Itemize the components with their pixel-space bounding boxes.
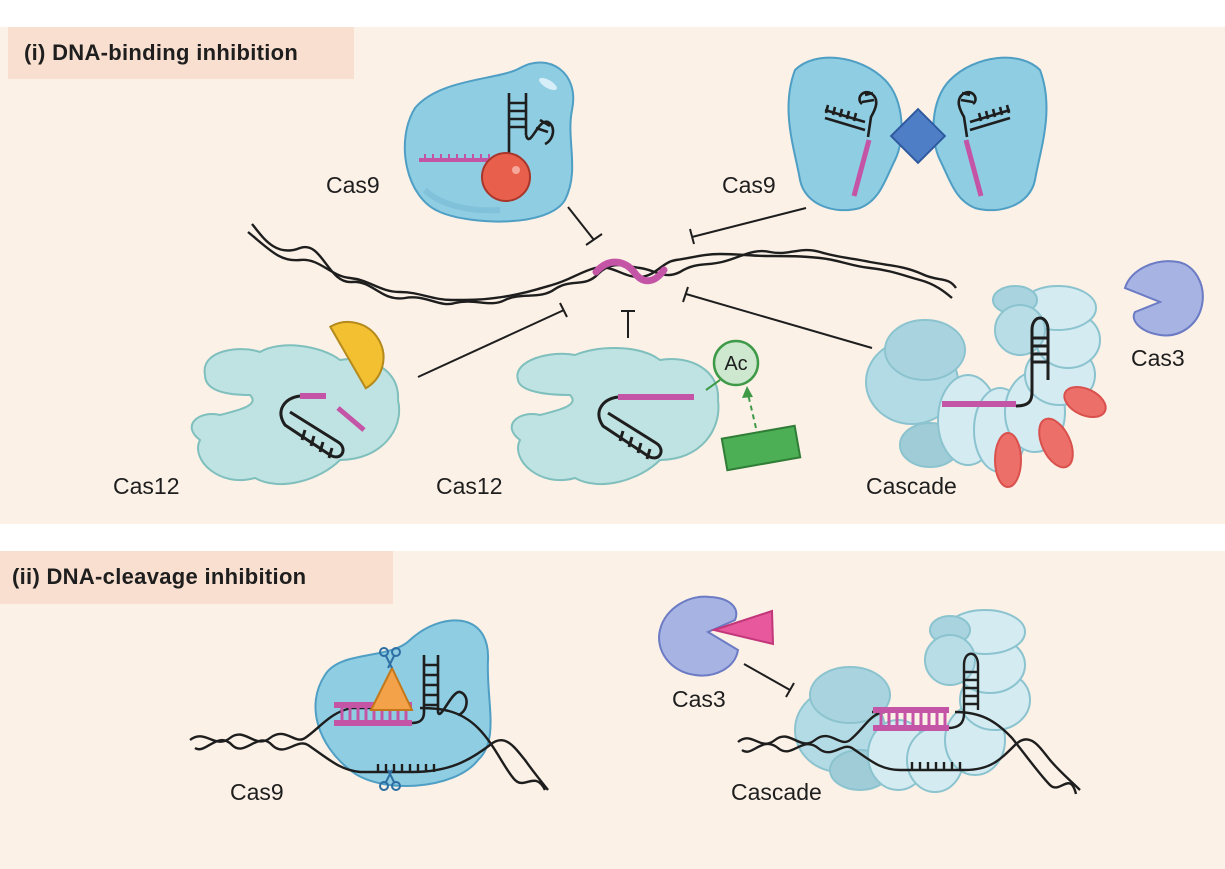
label-cascade-b: Cascade	[731, 779, 822, 805]
blue-diamond-inhibitor	[889, 107, 947, 165]
scissors-icon	[379, 647, 401, 669]
inhibition-line-cas9-a	[567, 206, 595, 241]
inhibition-line-cas3	[743, 663, 791, 691]
inhibition-bar-cas9-a	[585, 233, 603, 246]
cascade-complex-a	[865, 285, 1107, 488]
cas3-protein-b	[658, 595, 740, 677]
label-cas12-b: Cas12	[436, 473, 502, 499]
cascade-red-subunit	[1038, 417, 1074, 469]
dna-helix-target	[247, 223, 957, 306]
inhibition-bar-cas3	[785, 682, 795, 698]
acetyl-group	[712, 339, 760, 387]
label-cas12-a: Cas12	[113, 473, 179, 499]
cas12-complex-a	[190, 321, 401, 486]
inhibition-bar-cascade	[682, 286, 689, 303]
cas3-protein-a	[1123, 260, 1204, 337]
red-sphere-inhibitor	[481, 152, 531, 202]
section-title-dna-binding: (i) DNA-binding inhibition	[8, 27, 354, 79]
inhibition-bar-cas9-b	[689, 228, 695, 245]
dna-strand-a	[247, 231, 953, 302]
guide-rna	[419, 154, 495, 162]
pacman-yellow-inhibitor	[328, 321, 385, 390]
section-title-dna-cleavage: (ii) DNA-cleavage inhibition	[0, 551, 393, 604]
cas9-complex-a	[403, 61, 575, 223]
label-cas3-a: Cas3	[1131, 345, 1185, 371]
label-acetyl: Ac	[724, 353, 747, 375]
inhibition-line-cas12-a	[417, 309, 565, 378]
dna-target-site	[592, 258, 668, 285]
label-cas3-b: Cas3	[672, 686, 726, 712]
inhibition-line-cas9-b	[691, 207, 807, 238]
pink-triangle-inhibitor	[710, 609, 775, 646]
cascade-guide-rna	[942, 401, 1016, 407]
dna-helix-cleavage	[189, 706, 549, 791]
label-cascade-a: Cascade	[866, 473, 957, 499]
cas9-protein-left	[787, 56, 903, 212]
cas9-protein-right	[932, 56, 1048, 212]
cascade-red-subunit	[994, 432, 1022, 488]
cas9-complex-cleavage	[189, 619, 549, 791]
orange-triangle-inhibitor	[369, 665, 414, 711]
cascade-red-subunit	[1063, 385, 1107, 419]
cas9-protein	[403, 61, 575, 223]
rna-hairpin	[507, 93, 555, 158]
cas9-dimer-complex	[787, 56, 1048, 212]
cas12-complex-b	[510, 339, 802, 486]
label-cas9-a: Cas9	[326, 172, 380, 198]
label-cas9-b: Cas9	[722, 172, 776, 198]
inhibition-bar-cas12-a	[559, 302, 568, 318]
dna-helix-cascade	[737, 652, 1081, 795]
scissors-icon	[379, 769, 401, 791]
label-cas9-cleavage: Cas9	[230, 779, 284, 805]
green-acetyltransferase-inhibitor	[720, 424, 802, 472]
inhibition-arrows-binding	[417, 206, 873, 378]
cascade-rna-hairpin-a	[1015, 316, 1050, 408]
inhibition-line-cascade	[685, 293, 873, 349]
